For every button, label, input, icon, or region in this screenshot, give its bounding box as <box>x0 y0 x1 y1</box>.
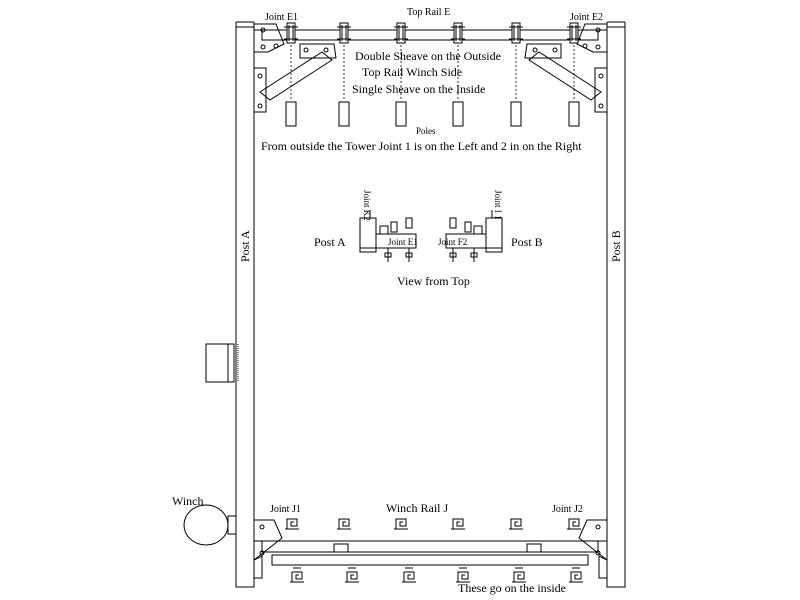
upper-hook-4 <box>451 518 465 530</box>
label-post-a-vertical: Post A <box>238 230 252 262</box>
orientation-note: From outside the Tower Joint 1 is on the… <box>261 139 582 153</box>
label-post-b-vertical: Post B <box>609 230 623 262</box>
sheave-6 <box>567 22 581 100</box>
label-joint-j1: Joint J1 <box>270 504 301 515</box>
top-view-left-joint <box>359 210 417 262</box>
pole-3 <box>395 101 407 127</box>
label-double-sheave: Double Sheave on the Outside <box>355 49 501 63</box>
label-inside-note: These go on the inside <box>458 581 566 595</box>
joint-j1-plate <box>253 519 283 579</box>
upper-hook-3 <box>394 518 408 530</box>
pole-1 <box>285 101 297 127</box>
joint-e1-plate <box>253 23 285 53</box>
inside-hook-3 <box>402 571 416 583</box>
upper-hook-6 <box>567 518 581 530</box>
inside-hook-6 <box>569 571 583 583</box>
winch-mount-box <box>205 343 239 383</box>
label-joint-f2-small: Joint F2 <box>438 237 467 247</box>
inside-hook-5 <box>512 571 526 583</box>
label-post-b-top: Post B <box>511 235 543 249</box>
label-single-sheave: Single Sheave on the Inside <box>352 82 485 96</box>
label-top-rail: Top Rail E <box>407 7 450 18</box>
left-brace <box>253 43 337 113</box>
label-post-a-top: Post A <box>314 235 346 249</box>
top-view-right-joint <box>445 210 503 262</box>
pole-4 <box>452 101 464 127</box>
top-rail <box>254 29 607 41</box>
upper-hook-2 <box>337 518 351 530</box>
joint-e2-plate <box>576 23 608 53</box>
label-winch: Winch <box>172 494 204 508</box>
label-joint-i1: Joint I 1 <box>493 190 503 220</box>
inside-hook-2 <box>345 571 359 583</box>
sheave-2 <box>337 22 351 100</box>
label-joint-e1: Joint E1 <box>265 12 298 23</box>
label-top-rail-winch-side: Top Rail Winch Side <box>362 65 462 79</box>
upper-hook-1 <box>285 518 299 530</box>
inside-hook-1 <box>290 571 304 583</box>
top-rail-sheaves <box>284 22 581 100</box>
label-joint-e2: Joint E2 <box>570 12 603 23</box>
post-a <box>235 21 255 588</box>
label-joint-e1-small: Joint E1 <box>388 237 418 247</box>
sheave-1 <box>284 22 298 100</box>
sheave-3 <box>394 22 408 100</box>
joint-j2-plate <box>578 519 608 579</box>
label-view-from-top: View from Top <box>397 274 470 288</box>
label-poles: Poles <box>416 126 436 136</box>
winch-drum <box>183 504 237 546</box>
label-winch-rail: Winch Rail J <box>386 501 449 515</box>
winch-rail-inside-hooks <box>290 567 583 583</box>
sheave-5 <box>509 22 523 100</box>
upper-hook-5 <box>509 518 523 530</box>
winch-rail <box>254 540 607 553</box>
right-brace <box>524 43 608 113</box>
label-joint-j2: Joint J2 <box>552 504 583 515</box>
inside-hook-4 <box>456 571 470 583</box>
pole-2 <box>338 101 350 127</box>
lower-inside-beam <box>271 554 589 566</box>
winch-rail-upper-hooks <box>285 518 581 530</box>
label-joint-k2: Joint K2 <box>362 190 372 221</box>
pole-5 <box>510 101 522 127</box>
pole-6 <box>568 101 580 127</box>
poles-row <box>285 101 580 127</box>
sheave-4 <box>451 22 465 100</box>
post-b <box>606 21 626 588</box>
